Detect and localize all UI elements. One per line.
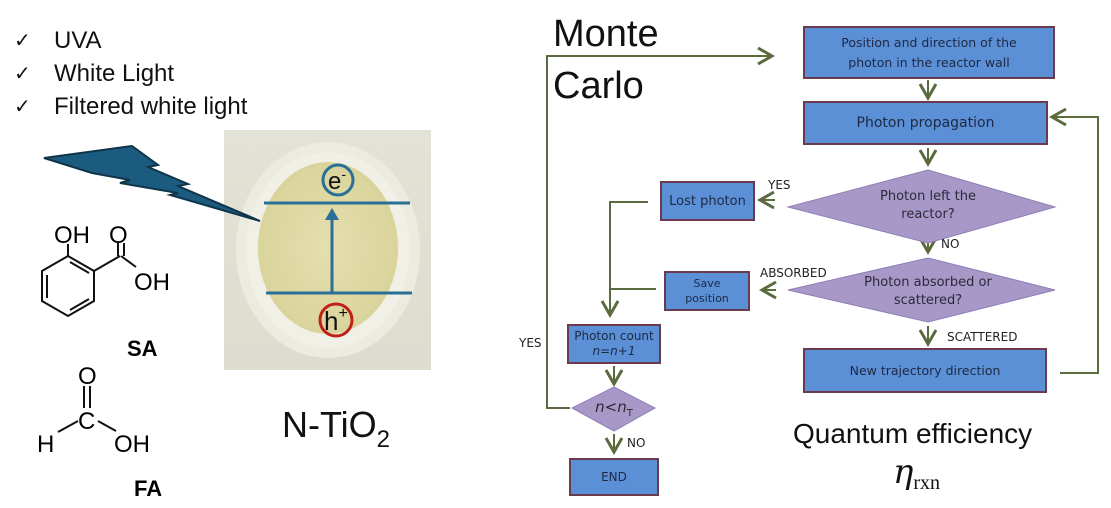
monte-carlo-title: Monte Carlo xyxy=(553,8,659,112)
quantum-efficiency-title: Quantum efficiency xyxy=(793,418,1033,449)
box-photon-count: Photon count n=n+1 xyxy=(567,324,661,364)
decision-text-threshold: n<nT xyxy=(584,398,644,423)
electron-label: e- xyxy=(328,166,346,195)
arrowhead-icon xyxy=(325,208,339,220)
light-source-label: Filtered white light xyxy=(54,93,248,120)
list-item: ✓ UVA xyxy=(14,24,247,57)
quantum-efficiency-symbol: ηrxn xyxy=(893,452,940,495)
sample-photo-drawing: e- h+ xyxy=(236,142,420,358)
lightning-bolt-icon xyxy=(43,144,261,222)
edge-label-yes-loop: YES xyxy=(519,336,542,350)
box-text: END xyxy=(601,470,627,484)
edge-label-no-end: NO xyxy=(627,436,646,450)
box-text: photon in the reactor wall xyxy=(848,54,1010,70)
light-source-label: White Light xyxy=(54,60,175,87)
box-text: Photon count xyxy=(574,329,654,343)
box-text: n=n+1 xyxy=(592,344,636,358)
decision-absorbed-scattered xyxy=(787,257,1056,323)
bond xyxy=(57,420,79,433)
list-item: ✓ White Light xyxy=(14,57,247,90)
bond xyxy=(93,255,121,272)
checkmark-icon: ✓ xyxy=(14,94,31,118)
catalyst-powder xyxy=(258,162,398,334)
atom-label: OH xyxy=(54,222,90,249)
box-text: Photon propagation xyxy=(856,115,995,131)
formic-acid-structure: O C H OH FA xyxy=(37,363,162,501)
condition-text: n<n xyxy=(595,398,627,416)
bond xyxy=(120,255,137,268)
catalyst-caption: N-TiO2 xyxy=(282,404,390,454)
box-start-position: Position and direction of the photon in … xyxy=(803,26,1055,79)
decision-text-line: reactor? xyxy=(901,207,955,222)
box-text: New trajectory direction xyxy=(849,363,1001,378)
edge-label-scattered: SCATTERED xyxy=(947,330,1018,344)
decision-text-line: Photon absorbed or xyxy=(864,275,992,290)
title-line: Carlo xyxy=(553,65,644,107)
bond xyxy=(97,420,117,432)
box-new-trajectory: New trajectory direction xyxy=(803,348,1047,393)
decision-count-threshold xyxy=(570,386,657,432)
list-item: ✓ Filtered white light xyxy=(14,90,247,123)
yes-loop-arrow xyxy=(546,46,776,409)
lost-photon-arrow xyxy=(600,201,648,319)
electron-ring xyxy=(321,163,355,197)
title-line: Monte xyxy=(553,13,659,55)
light-source-list: ✓ UVA ✓ White Light ✓ Filtered white lig… xyxy=(14,24,247,123)
condition-subscript: T xyxy=(626,408,633,419)
box-photon-propagation: Photon propagation xyxy=(803,101,1048,145)
edge-label-yes: YES xyxy=(768,178,791,192)
eta-subscript: rxn xyxy=(913,472,941,494)
atom-label: OH xyxy=(114,431,150,458)
light-source-label: UVA xyxy=(54,27,102,54)
double-bond xyxy=(69,298,90,311)
decision-left-reactor xyxy=(786,169,1057,244)
molecule-label-sa: SA xyxy=(127,336,158,361)
sample-photo: e- h+ xyxy=(224,130,431,370)
atom-label: O xyxy=(78,363,97,390)
lightning-bolt-shape xyxy=(43,144,261,222)
atom-label: OH xyxy=(134,269,170,296)
decision-text-absorbed-scattered: Photon absorbed or scattered? xyxy=(830,274,1026,310)
salicylic-acid-structure: OH O OH SA xyxy=(41,222,170,361)
atom-label: H xyxy=(37,431,54,458)
molecule-label-fa: FA xyxy=(134,476,162,501)
hole-ring xyxy=(318,302,354,338)
decision-text-left-reactor: Photon left the reactor? xyxy=(840,188,1016,224)
atom-label: O xyxy=(109,222,128,249)
atom-label: C xyxy=(78,408,95,435)
decision-text-line: Photon left the xyxy=(880,189,976,204)
box-text: Lost photon xyxy=(669,193,746,209)
eta-symbol: η xyxy=(893,452,914,492)
box-text: Save xyxy=(693,277,721,290)
double-bond xyxy=(69,261,90,274)
box-text: position xyxy=(685,292,729,305)
scatter-loop-arrow xyxy=(1048,107,1099,374)
edge-label-absorbed: ABSORBED xyxy=(760,266,827,280)
catalyst-subscript: 2 xyxy=(376,426,390,453)
edge-label-no: NO xyxy=(941,237,960,251)
box-lost-photon: Lost photon xyxy=(660,181,755,221)
checkmark-icon: ✓ xyxy=(14,61,31,85)
box-save-position: Save position xyxy=(664,271,750,311)
decision-text-line: scattered? xyxy=(893,293,963,308)
hole-label: h+ xyxy=(324,305,348,336)
box-text: Position and direction of the xyxy=(841,34,1017,50)
checkmark-icon: ✓ xyxy=(14,28,31,52)
catalyst-name: N-TiO xyxy=(282,404,377,445)
box-end: END xyxy=(569,458,659,496)
